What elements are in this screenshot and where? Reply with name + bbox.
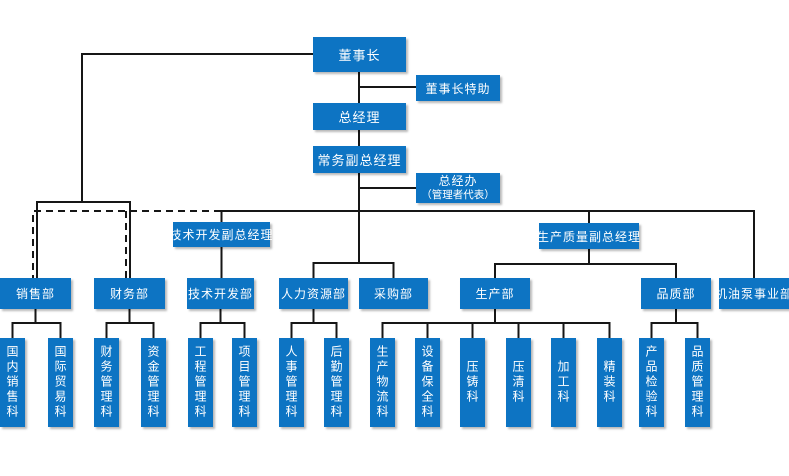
sec-logistics-management-box: 后勤管理科 [324, 338, 349, 427]
tech-dev-deputy-gm-box: 技术开发副总经理 [170, 222, 273, 247]
dept-procurement-box: 采购部 [359, 278, 428, 309]
sec-funds-management-box: 资金管理科 [141, 338, 166, 427]
dept-finance-box: 财务部 [94, 278, 165, 309]
general-manager-box: 总经理 [313, 103, 406, 130]
sec-die-casting-box: 压铸科 [460, 338, 485, 427]
dept-tech-development-box: 技术开发部 [187, 278, 254, 309]
sec-product-inspection-box: 产品检验科 [639, 338, 664, 427]
gm-office-line1: 总经办 [438, 173, 478, 188]
gm-office-box: 总经办 （管理者代表） [416, 173, 500, 203]
dept-sales-box: 销售部 [0, 278, 71, 309]
sec-project-management-box: 项目管理科 [232, 338, 257, 427]
sec-quality-management-box: 品质管理科 [685, 338, 710, 427]
sec-finance-management-box: 财务管理科 [94, 338, 119, 427]
gm-office-line2: （管理者代表） [421, 188, 495, 201]
sec-personnel-management-box: 人事管理科 [279, 338, 304, 427]
executive-deputy-gm-box: 常务副总经理 [313, 146, 406, 173]
dept-oil-pump-division-box: 机油泵事业部 [715, 278, 789, 309]
dashed-connectors [32, 210, 221, 278]
sec-engineering-management-box: 工程管理科 [188, 338, 213, 427]
sec-equipment-maintenance-box: 设备保全科 [415, 338, 440, 427]
sec-machining-box: 加工科 [551, 338, 576, 427]
dept-human-resources-box: 人力资源部 [279, 278, 348, 309]
sec-domestic-sales-box: 国内销售科 [0, 338, 25, 427]
dept-production-box: 生产部 [460, 278, 530, 309]
sec-pressure-cleaning-box: 压清科 [506, 338, 531, 427]
chairman-assistant-box: 董事长特助 [416, 75, 500, 101]
production-quality-deputy-gm-box: 生产质量副总经理 [537, 223, 640, 249]
sec-production-logistics-box: 生产物流科 [370, 338, 395, 427]
sec-finishing-box: 精装科 [597, 338, 622, 427]
dept-quality-box: 品质部 [641, 278, 711, 309]
sec-international-trade-box: 国际贸易科 [48, 338, 73, 427]
chairman-box: 董事长 [313, 37, 406, 72]
